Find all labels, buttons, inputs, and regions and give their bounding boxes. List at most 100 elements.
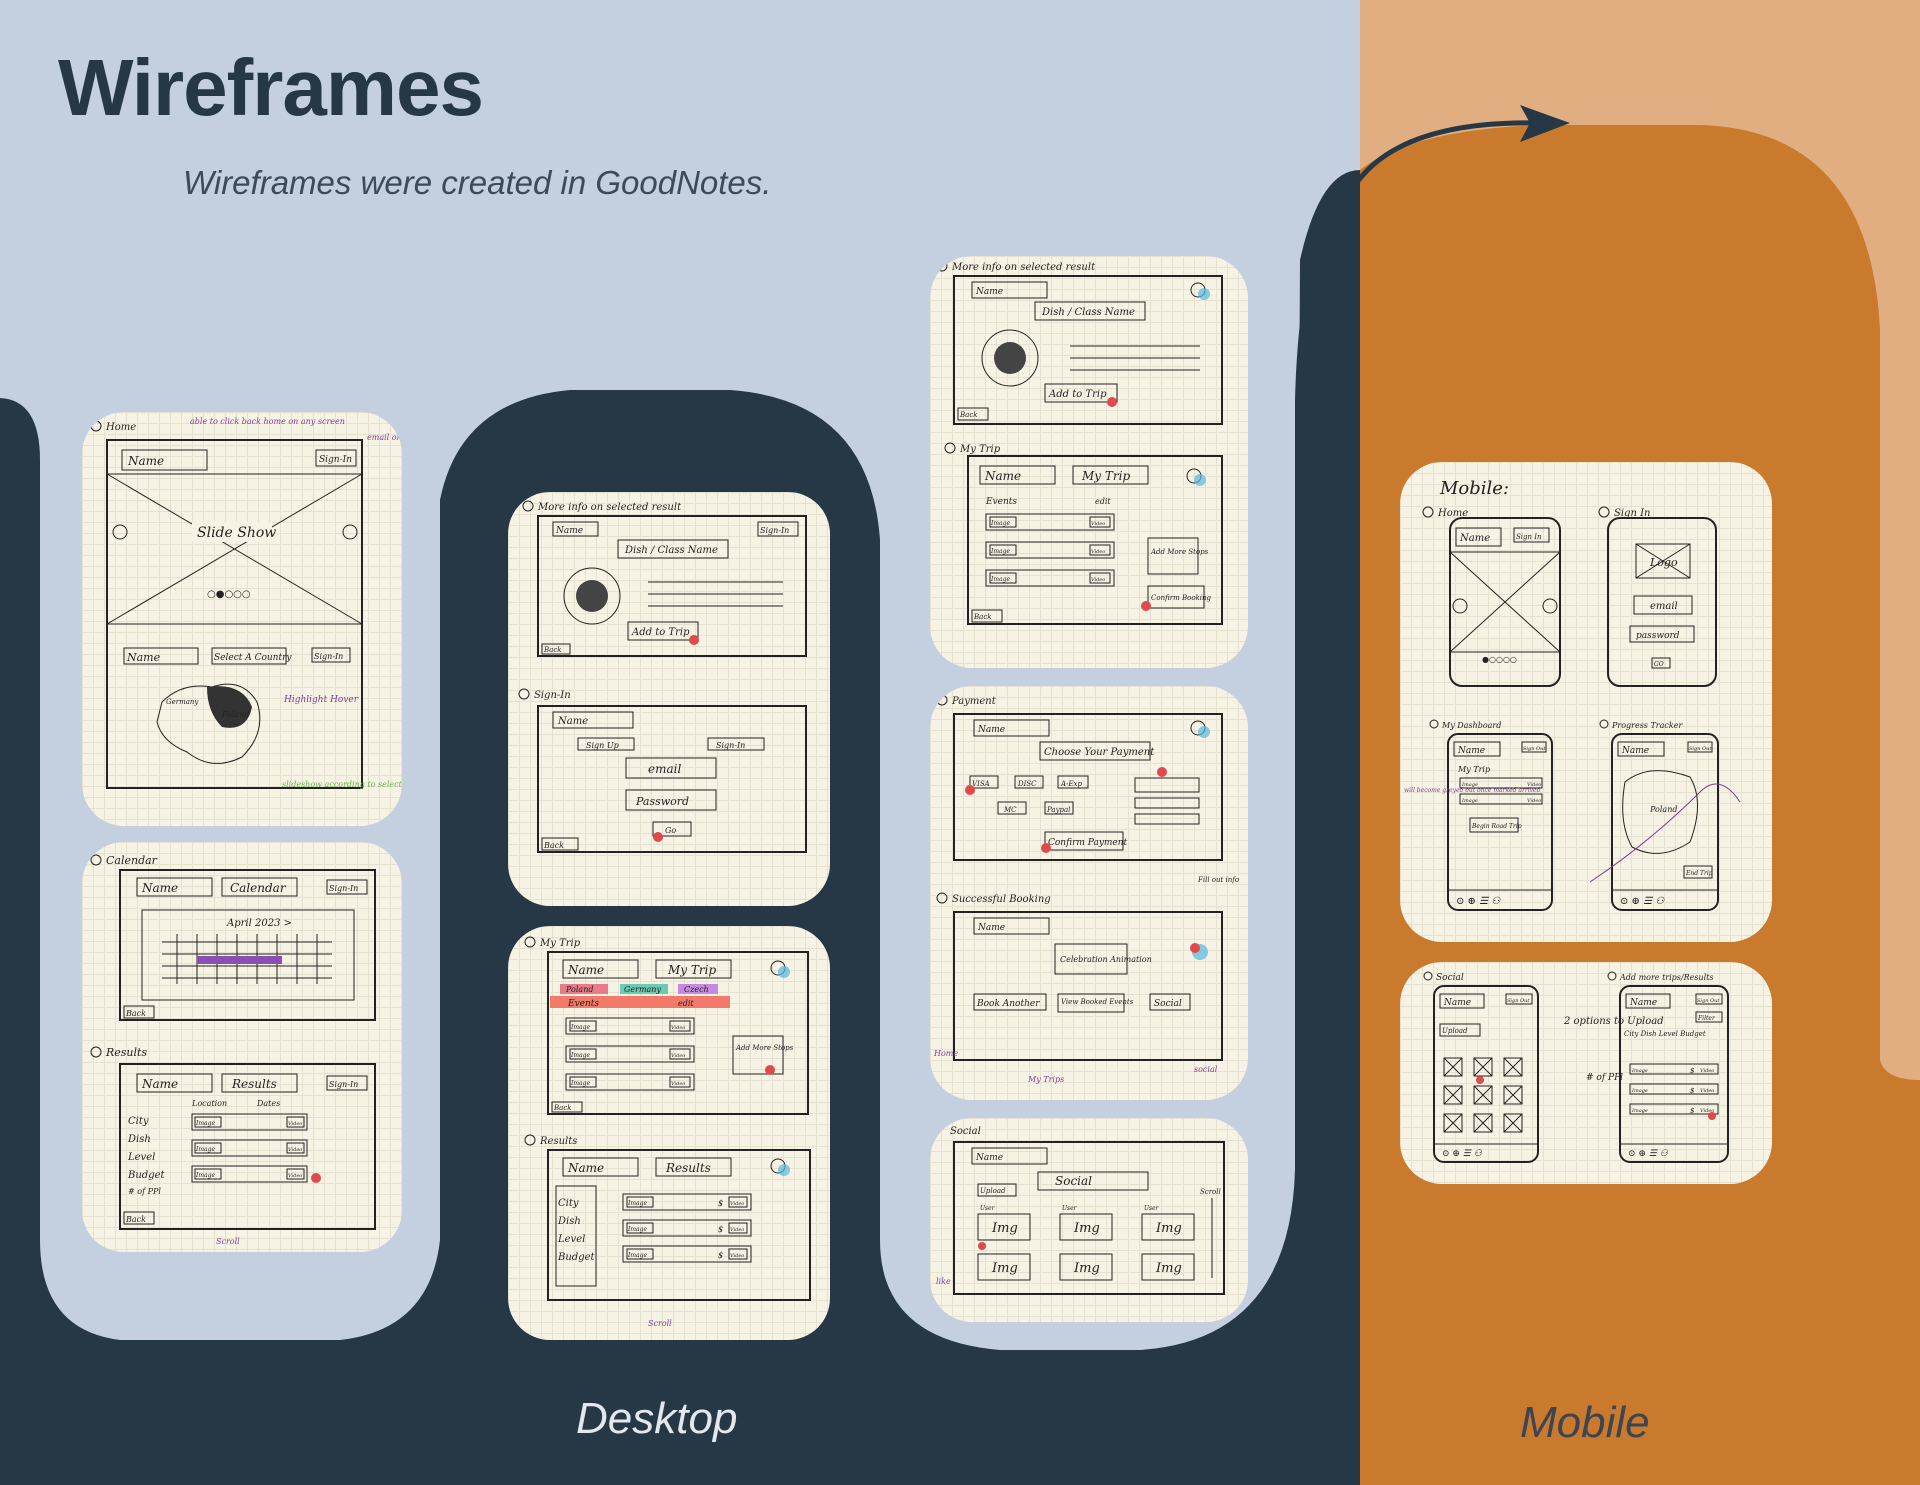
home-name: Name	[127, 454, 164, 468]
mytrip2-events: Events	[985, 497, 1017, 507]
payment-heading: Choose Your Payment	[1044, 747, 1155, 758]
results-filter-city: City	[128, 1116, 149, 1127]
social-img-1: Img	[991, 1221, 1018, 1236]
results2-video-3: Video	[730, 1253, 744, 1259]
results-video-1: Video	[288, 1121, 302, 1127]
social-img-6: Img	[1155, 1261, 1182, 1276]
mobile-add-video-2: Video	[1700, 1088, 1714, 1094]
results2-video-2: Video	[730, 1227, 744, 1233]
mobile-dash-video-1: Video	[1527, 782, 1541, 788]
mobile-add-note: # of PPl	[1586, 1073, 1623, 1083]
results2-name: Name	[567, 1161, 604, 1175]
mytrip-back: Back	[553, 1104, 571, 1112]
more-info-signin-sketch: More info on selected result Name Sign-I…	[518, 500, 807, 853]
wireframe-card-more-info-mytrip: More info on selected result Name Dish /…	[930, 256, 1248, 668]
page-subtitle: Wireframes were created in GoodNotes.	[183, 164, 772, 201]
mobile-social-signout: Sign Out	[1507, 998, 1530, 1004]
mobile-add-filter: Filter	[1697, 1015, 1716, 1022]
results-video-3: Video	[288, 1173, 302, 1179]
social-name: Name	[975, 1153, 1003, 1163]
mobile-add-price-3: $	[1690, 1107, 1695, 1115]
payment-name: Name	[977, 725, 1005, 735]
calendar-step-title: Calendar	[106, 854, 158, 867]
booking-name: Name	[977, 923, 1005, 933]
results-step-title: Results	[105, 1046, 147, 1059]
booking-view: View Booked Events	[1061, 998, 1134, 1006]
results-scroll: Scroll	[216, 1237, 240, 1246]
results-back: Back	[125, 1215, 146, 1224]
more-info2-name: Name	[975, 287, 1003, 297]
mytrip-tag-germany: Germany	[624, 985, 661, 994]
social-upload: Upload	[980, 1187, 1006, 1195]
results-video-2: Video	[288, 1147, 302, 1153]
signin-email: email	[648, 762, 681, 776]
mytrip2-video-1: Video	[1091, 521, 1105, 527]
page-title: Wireframes	[58, 43, 484, 132]
mobile-social-name: Name	[1443, 998, 1471, 1008]
social-img-3: Img	[1155, 1221, 1182, 1236]
mobile-add-price-2: $	[1690, 1087, 1695, 1095]
mobile-social-title: Social	[1436, 973, 1464, 983]
mytrip2-name: Name	[984, 469, 1021, 483]
mobile-add-filters: City Dish Level Budget	[1624, 1030, 1706, 1038]
home-name-2: Name	[126, 651, 161, 664]
mobile-dash-note: will become greyed out once marked arriv…	[1404, 787, 1541, 794]
mobile-social-note: 2 options to Upload	[1563, 1016, 1664, 1027]
mytrip2-confirm: Confirm Booking	[1151, 594, 1212, 602]
results2-heading: Results	[665, 1161, 711, 1175]
mytrip-video-3: Video	[671, 1081, 685, 1087]
wireframe-card-home: Home able to click back home on any scre…	[82, 412, 402, 826]
social-scroll: Scroll	[1200, 1188, 1221, 1196]
results2-filter-level: Level	[557, 1234, 585, 1245]
home-country: Select A Country	[214, 653, 292, 663]
svg-text:⊙ ⊕ ☰ ⚇: ⊙ ⊕ ☰ ⚇	[1442, 1149, 1483, 1159]
signin-signup: Sign Up	[586, 741, 619, 750]
mytrip2-heading: My Trip	[1081, 469, 1130, 483]
home-step-title: Home	[105, 422, 136, 433]
mobile-tracker-title: Progress Tracker	[1611, 721, 1683, 730]
more-info-step-title: More info on selected result	[537, 502, 682, 513]
signin-name: Name	[557, 716, 588, 727]
results-filter-level: Level	[127, 1152, 155, 1163]
results2-price-1: $	[718, 1199, 723, 1208]
booking-social: Social	[1154, 999, 1182, 1009]
mytrip2-edit: edit	[1095, 497, 1111, 506]
mobile-dash-signout: Sign Out	[1523, 746, 1546, 752]
mytrip-video-2: Video	[671, 1053, 685, 1059]
mytrip-row-2: Image	[570, 1052, 590, 1059]
mytrip-step-title: My Trip	[539, 938, 581, 949]
calendar-results-sketch: Calendar Name Calendar Sign-In April 202…	[90, 854, 376, 1246]
results2-filter-city: City	[558, 1198, 579, 1209]
mytrip2-row-3: Image	[990, 576, 1010, 583]
home-slideshow: Slide Show	[197, 525, 276, 541]
social-user-2: User	[1062, 1205, 1078, 1212]
results-name: Name	[141, 1077, 178, 1091]
mobile-tracker-name: Name	[1621, 746, 1649, 756]
social-img-5: Img	[1073, 1261, 1100, 1276]
results2-row-2: Image	[627, 1226, 647, 1233]
mobile-add-signout: Sign Out	[1697, 998, 1720, 1004]
home-note-slideshow: slideshow according to selected location…	[282, 780, 402, 789]
wireframe-card-social: Social Name Social Upload Scroll User Us…	[930, 1118, 1248, 1322]
results-filter-dish: Dish	[127, 1134, 151, 1145]
results-signin: Sign-In	[329, 1080, 358, 1089]
mytrip2-row-2: Image	[990, 548, 1010, 555]
mobile-signin-go: GO	[1654, 661, 1664, 668]
mobile-signin-title: Sign In	[1614, 508, 1650, 519]
results-filter-ppl: # of PPl	[128, 1187, 161, 1196]
mobile-label: Mobile	[1520, 1398, 1650, 1447]
calendar-back: Back	[125, 1009, 146, 1018]
navy-right-arch	[1295, 175, 1360, 1485]
results-heading: Results	[231, 1077, 277, 1091]
more-info2-add: Add to Trip	[1048, 389, 1107, 400]
mobile-dash-name: Name	[1457, 746, 1485, 756]
results-row-2: Image	[195, 1146, 215, 1153]
more-info-mytrip-sketch: More info on selected result Name Dish /…	[936, 260, 1223, 625]
booking-note-social: social	[1194, 1065, 1218, 1074]
calendar-month: April 2023 >	[226, 918, 292, 929]
mobile-signin-password: password	[1636, 631, 1680, 641]
wireframe-card-my-trip-results: My Trip Name My Trip Poland Germany Czec…	[508, 926, 830, 1340]
mobile-add-row-2: Image	[1631, 1088, 1648, 1094]
payment-method-visa: VISA	[972, 780, 990, 788]
